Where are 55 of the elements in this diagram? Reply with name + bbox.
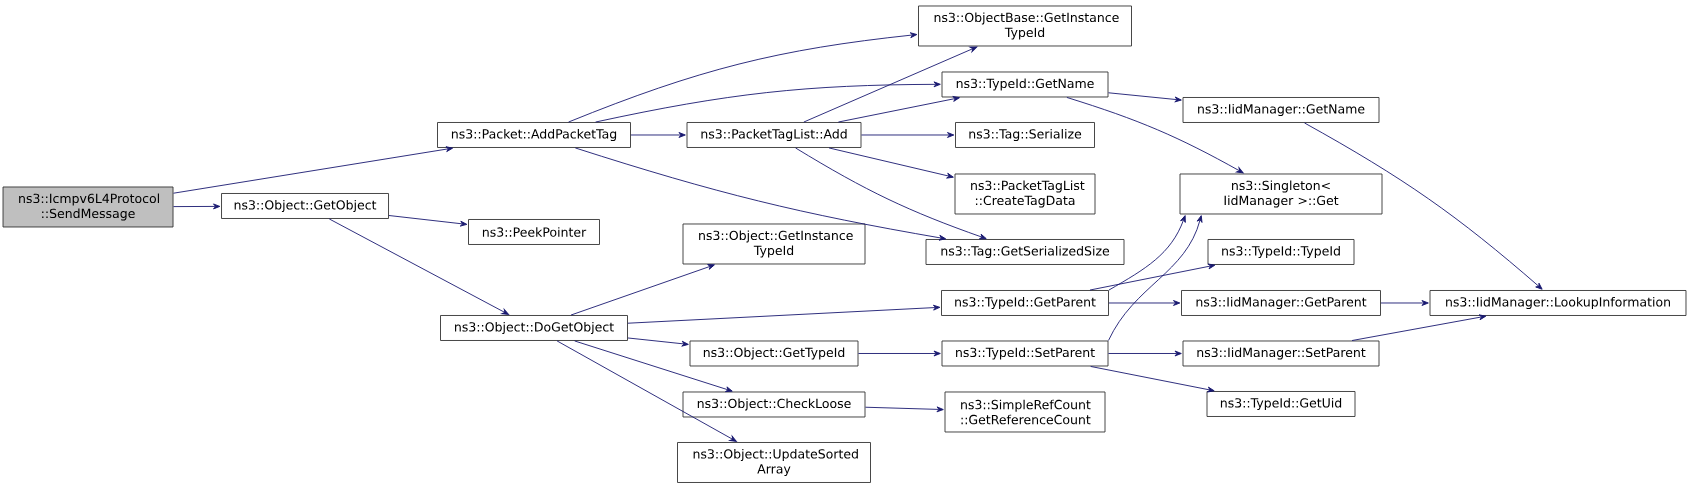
- arrow: [1108, 300, 1181, 306]
- arrow: [630, 132, 686, 138]
- arrow: [1304, 122, 1543, 290]
- arrow: [388, 215, 468, 227]
- arrow: [574, 147, 947, 241]
- arrow: [173, 203, 221, 210]
- function-box: ns3::PeekPointer: [468, 219, 600, 245]
- function-box: ns3::ObjectBase::GetInstance TypeId: [918, 5, 1132, 47]
- arrow: [861, 132, 955, 138]
- function-box: ns3::Icmpv6L4Protocol ::SendMessage: [2, 186, 174, 228]
- arrow: [1090, 366, 1215, 393]
- function-box: ns3::TypeId::SetParent: [941, 340, 1109, 367]
- function-box: ns3::Object::GetTypeId: [689, 340, 859, 367]
- arrow: [1089, 263, 1216, 291]
- arrow: [858, 350, 941, 357]
- function-box: ns3::Tag::Serialize: [955, 122, 1095, 148]
- function-box: ns3::PacketTagList::Add: [686, 122, 862, 148]
- arrow: [1108, 215, 1186, 291]
- function-box: ns3::TypeId::GetName: [941, 71, 1109, 98]
- arrow: [828, 147, 954, 179]
- arrow: [1380, 300, 1429, 306]
- function-box: ns3::Object::CheckLoose: [682, 391, 866, 418]
- function-box: ns3::SimpleRefCount ::GetReferenceCount: [944, 391, 1106, 433]
- arrow: [595, 81, 941, 123]
- function-box: ns3::IidManager::SetParent: [1182, 340, 1380, 367]
- function-box: ns3::Object::DoGetObject: [440, 315, 628, 341]
- arrow: [627, 304, 941, 324]
- arrow: [1108, 215, 1203, 341]
- arrow: [556, 340, 737, 442]
- function-box: ns3::Object::GetObject: [221, 193, 389, 219]
- function-box: ns3::IidManager::LookupInformation: [1429, 290, 1687, 316]
- function-box: ns3::TypeId::TypeId: [1207, 239, 1355, 265]
- arrow: [627, 337, 689, 347]
- function-box: ns3::PacketTagList ::CreateTagData: [954, 173, 1096, 215]
- function-box: ns3::Packet::AddPacketTag: [437, 122, 631, 148]
- arrow: [865, 406, 944, 413]
- function-box: ns3::Object::UpdateSorted Array: [677, 442, 871, 483]
- function-box: ns3::TypeId::GetUid: [1206, 391, 1356, 417]
- arrow: [803, 46, 978, 123]
- arrow: [574, 340, 733, 393]
- arrow: [568, 32, 918, 123]
- arrow: [1108, 92, 1182, 103]
- function-box: ns3::Tag::GetSerializedSize: [925, 239, 1125, 265]
- function-box: ns3::TypeId::GetParent: [941, 290, 1109, 316]
- arrow: [570, 264, 715, 316]
- arrow: [173, 146, 454, 194]
- arrow: [795, 147, 987, 240]
- arrow: [328, 218, 510, 315]
- arrow: [1351, 314, 1487, 341]
- arrow: [1108, 350, 1182, 357]
- function-box: ns3::Object::GetInstance TypeId: [682, 223, 866, 265]
- arrow: [837, 96, 960, 123]
- function-box: ns3::IidManager::GetName: [1182, 97, 1380, 123]
- function-box: ns3::Singleton< IidManager >::Get: [1179, 173, 1383, 215]
- function-box: ns3::IidManager::GetParent: [1181, 290, 1381, 316]
